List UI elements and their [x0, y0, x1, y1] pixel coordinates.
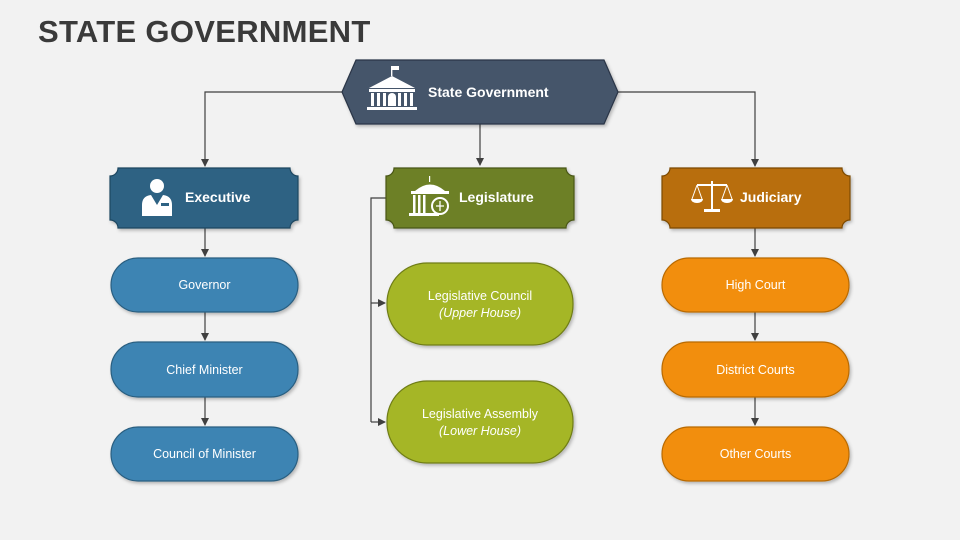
government-building-icon: [367, 66, 417, 110]
executive-node-chief-minister: Chief Minister: [110, 341, 299, 398]
connector-legis-spine: [370, 197, 387, 422]
node-label: Council of Minister: [153, 447, 256, 461]
connector-root-judiciary: [617, 91, 759, 167]
judiciary-node-other-courts: Other Courts: [661, 426, 850, 482]
judiciary-node-district-courts: District Courts: [661, 341, 850, 398]
legislature-label: Legislature: [459, 189, 534, 205]
node-sublabel: (Upper House): [439, 306, 521, 320]
official-person-icon: [142, 179, 172, 216]
executive-nodes: Governor Chief Minister Council of Minis…: [110, 257, 299, 482]
node-label: District Courts: [716, 363, 794, 377]
page-title: STATE GOVERNMENT: [38, 14, 371, 49]
branch-executive-header: Executive: [109, 167, 299, 229]
legislature-building-icon: [409, 176, 449, 216]
connector-root-executive: [201, 91, 343, 167]
branch-judiciary-header: Judiciary: [661, 167, 851, 229]
branch-legislature-header: Legislature: [385, 167, 575, 229]
node-label: Other Courts: [720, 447, 792, 461]
judiciary-nodes: High Court District Courts Other Courts: [661, 257, 850, 482]
legislature-nodes: Legislative Council (Upper House) Legisl…: [386, 262, 574, 464]
judiciary-node-high-court: High Court: [661, 257, 850, 313]
node-label: Chief Minister: [166, 363, 242, 377]
connectors: [201, 91, 759, 426]
node-label: Governor: [178, 278, 230, 292]
root-label: State Government: [428, 84, 549, 100]
judiciary-header-shape: [661, 167, 851, 229]
judiciary-label: Judiciary: [740, 189, 802, 205]
executive-node-governor: Governor: [110, 257, 299, 313]
executive-label: Executive: [185, 189, 251, 205]
node-label: Legislative Council: [428, 289, 532, 303]
executive-node-council-of-minister: Council of Minister: [110, 426, 299, 482]
node-label: High Court: [726, 278, 786, 292]
root-node: State Government: [341, 59, 619, 125]
legislature-node-council: Legislative Council (Upper House): [386, 262, 574, 346]
node-label: Legislative Assembly: [422, 407, 539, 421]
scales-of-justice-icon: [691, 181, 733, 212]
legislature-node-assembly: Legislative Assembly (Lower House): [386, 380, 574, 464]
node-sublabel: (Lower House): [439, 424, 521, 438]
